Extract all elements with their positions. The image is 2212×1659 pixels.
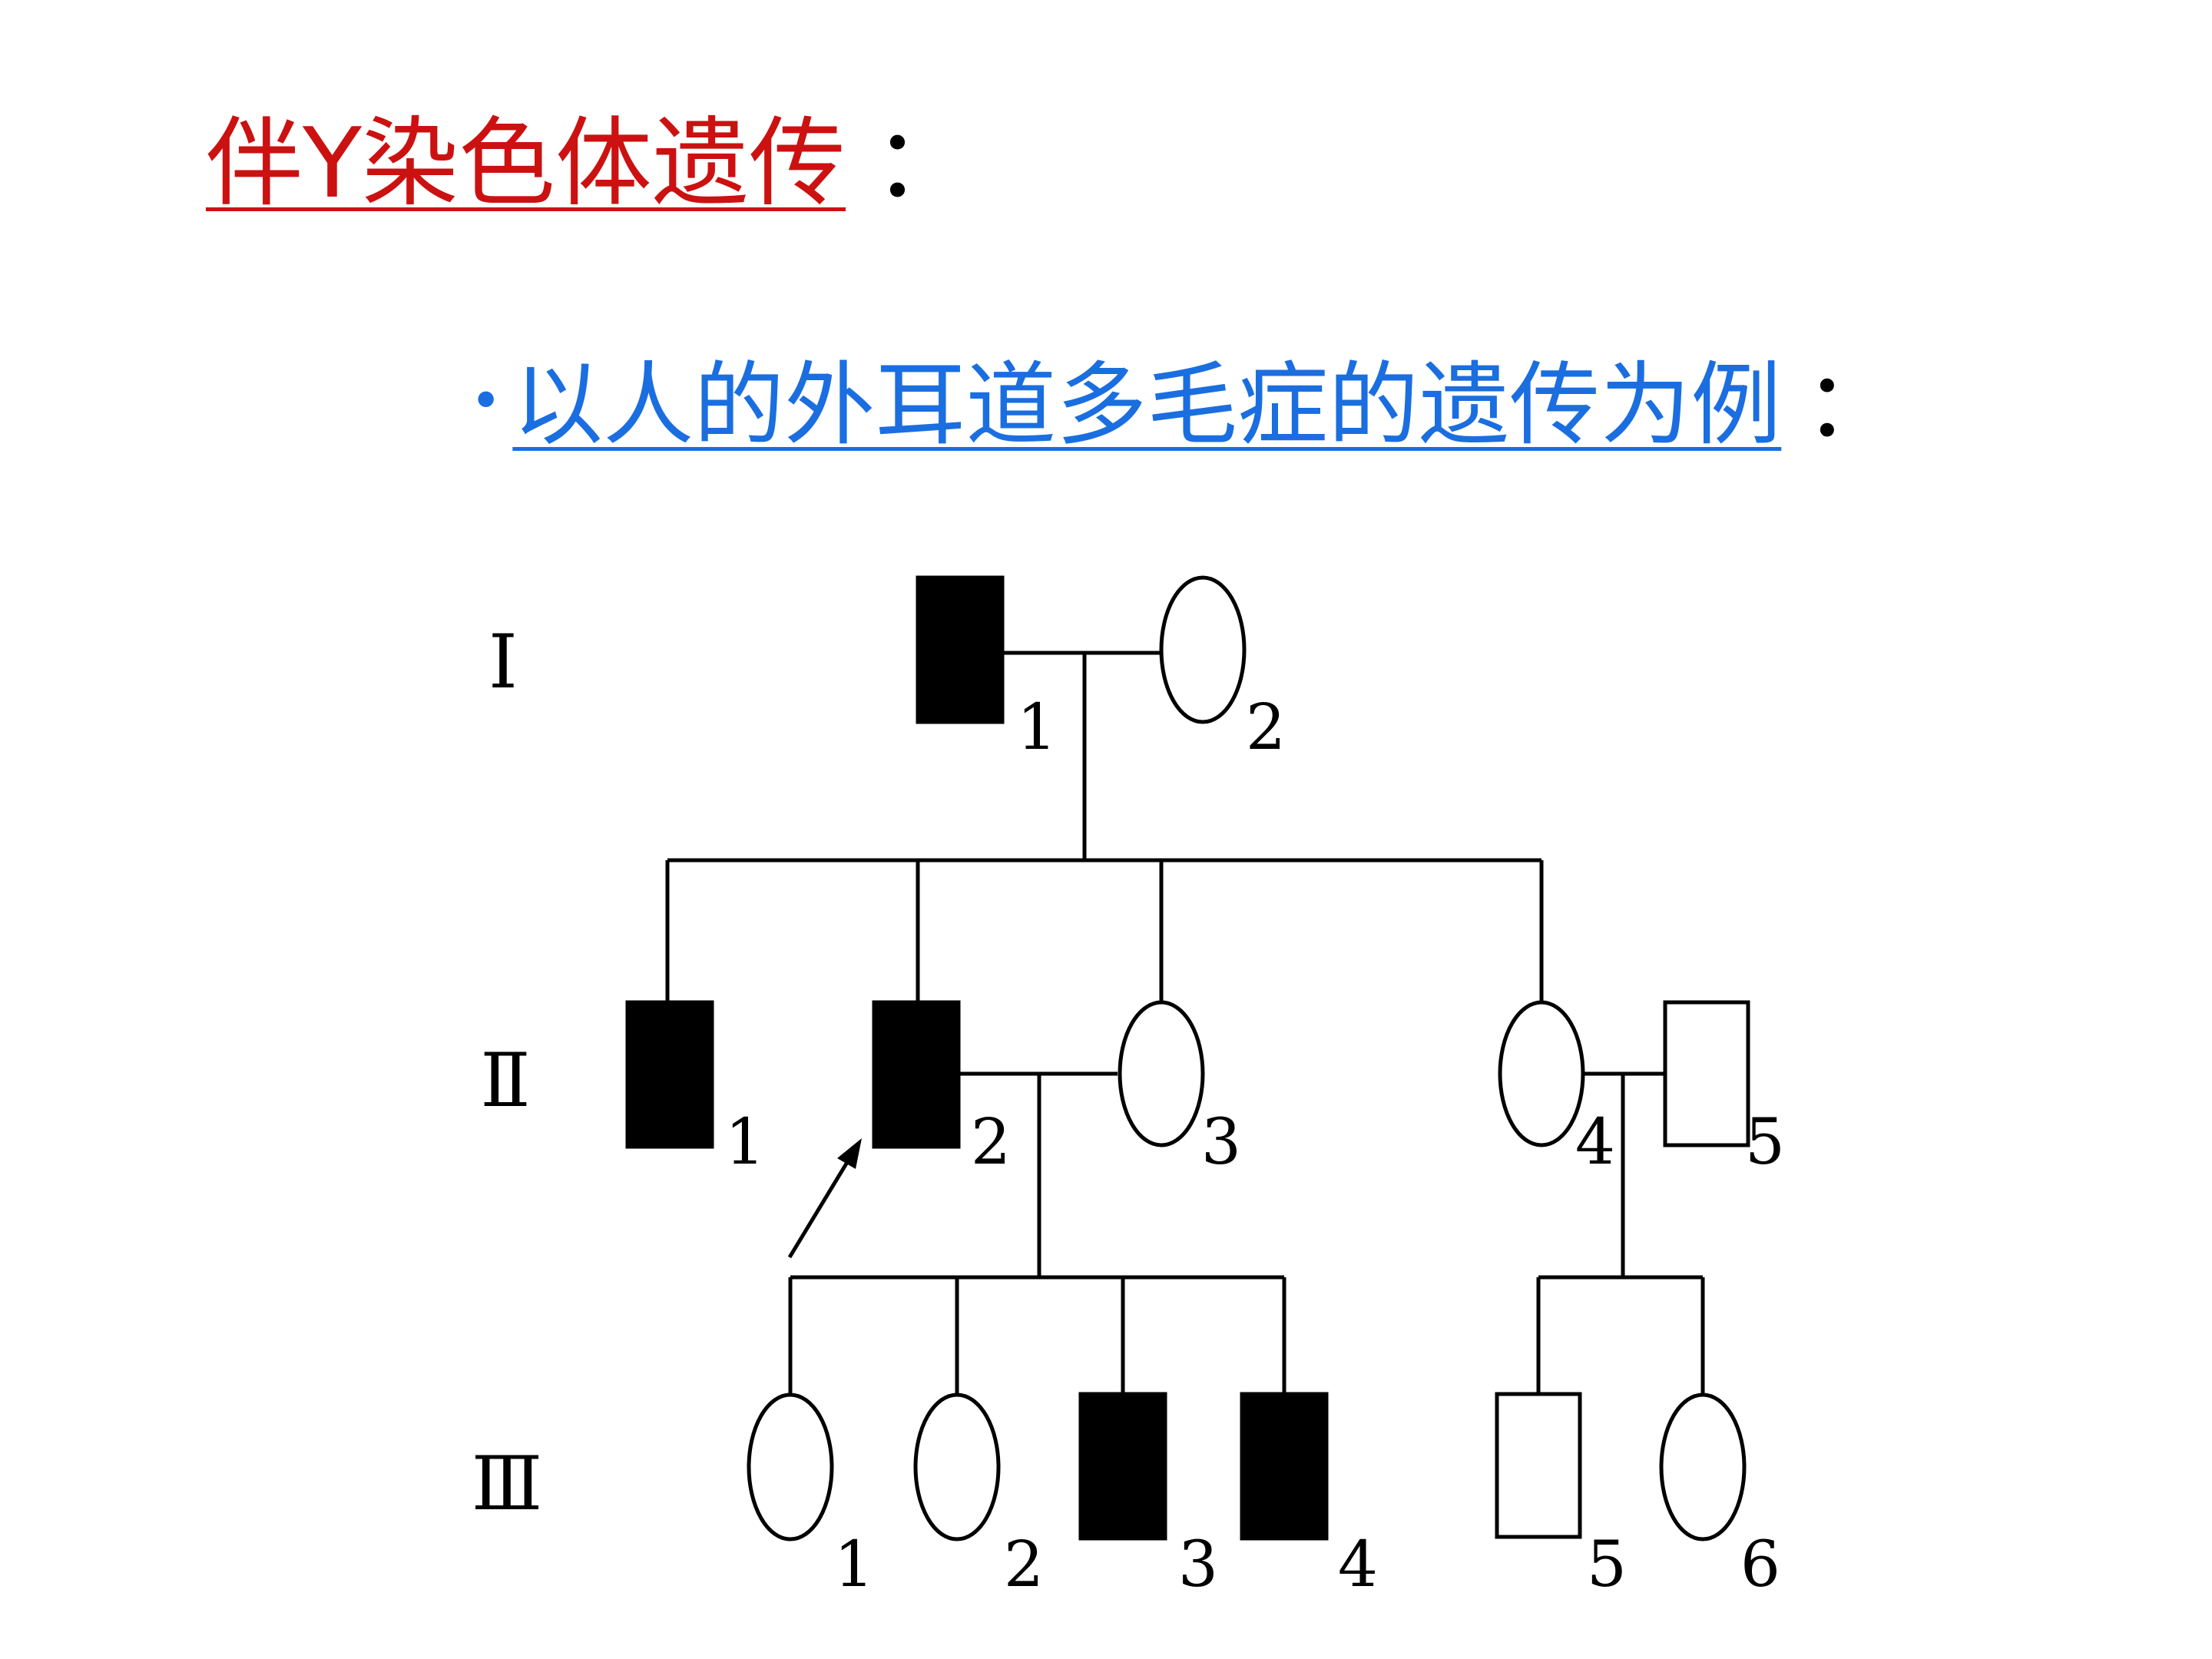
proband-arrow-icon (787, 1138, 862, 1259)
individual-III-4-affected-male (1240, 1392, 1329, 1541)
individual-I-2-female (1159, 575, 1247, 724)
bullet-icon: • (470, 369, 502, 432)
slide-title-colon: ： (873, 107, 970, 220)
id-label-III-5: 5 (1587, 1528, 1627, 1601)
individual-II-4-female (1498, 1000, 1585, 1147)
slide-subtitle-colon: ： (1804, 352, 1896, 458)
id-label-III-6: 6 (1740, 1528, 1780, 1601)
id-label-II-3: 3 (1201, 1106, 1241, 1179)
id-label-I-2: 2 (1246, 691, 1286, 764)
id-label-III-4: 4 (1338, 1528, 1378, 1601)
id-label-III-1: 1 (834, 1528, 874, 1601)
generation-label-III: Ⅲ (472, 1441, 543, 1527)
individual-III-5-male (1495, 1392, 1582, 1539)
individual-III-3-affected-male (1078, 1392, 1167, 1541)
generation-label-II: Ⅱ (480, 1038, 530, 1124)
individual-III-1-female (747, 1392, 834, 1541)
id-label-II-1: 1 (725, 1106, 765, 1179)
slide-subtitle-link[interactable]: 以人的外耳道多毛症的遗传为例 (512, 352, 1782, 458)
id-label-II-4: 4 (1575, 1106, 1615, 1179)
slide-title[interactable]: 伴Y染色体遗传 (206, 107, 846, 220)
individual-II-2-proband-male (872, 1000, 961, 1149)
individual-III-6-female (1659, 1392, 1747, 1541)
individual-II-3-female (1118, 1000, 1205, 1147)
pedigree-lines (665, 651, 1705, 1394)
id-label-III-3: 3 (1178, 1528, 1218, 1601)
slide-subtitle-row: •以人的外耳道多毛症的遗传为例： (470, 359, 1895, 450)
id-label-III-2: 2 (1004, 1528, 1044, 1601)
id-label-II-2: 2 (971, 1106, 1011, 1179)
individual-III-2-female (913, 1392, 1001, 1541)
id-label-I-1: 1 (1017, 691, 1057, 764)
generation-label-I: Ⅰ (488, 619, 518, 705)
individual-I-1-affected-male (916, 575, 1005, 724)
slide-title-row: 伴Y染色体遗传： (206, 115, 970, 212)
individual-II-1-affected-male (625, 1000, 714, 1149)
individual-II-5-male (1663, 1000, 1750, 1147)
id-label-II-5: 5 (1745, 1106, 1785, 1179)
